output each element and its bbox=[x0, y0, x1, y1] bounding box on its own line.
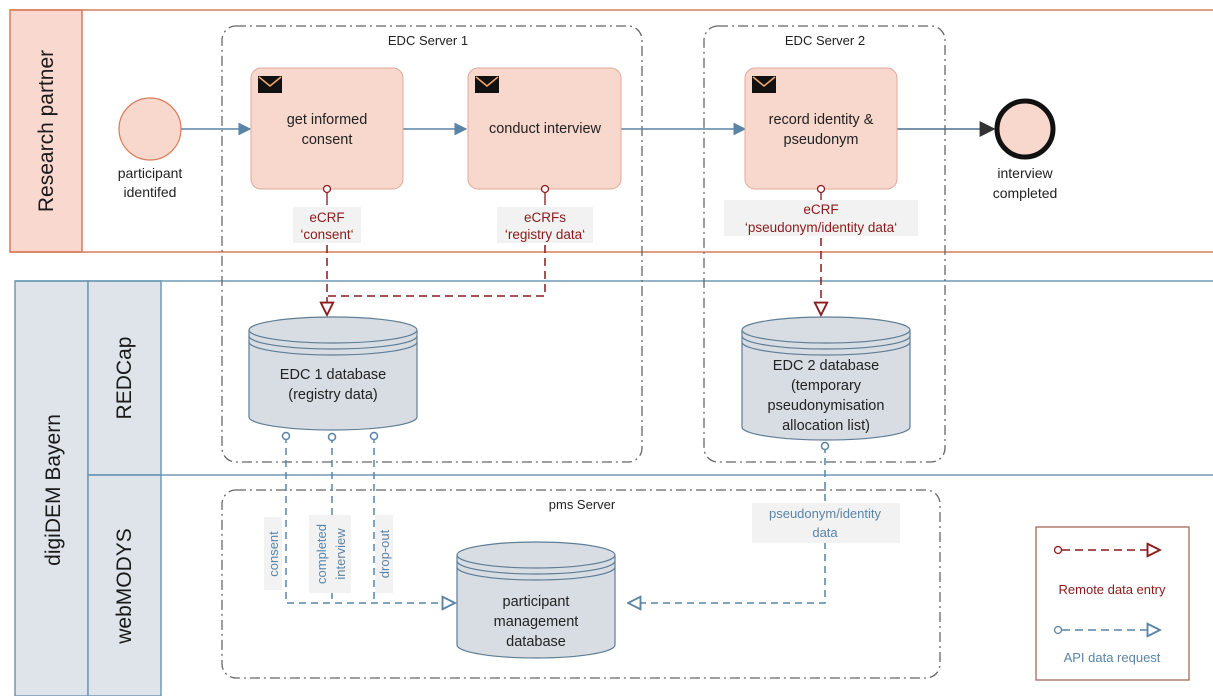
task-consent-label-2: consent bbox=[302, 132, 353, 148]
task-consent: get informed consent bbox=[250, 67, 404, 205]
legend-box bbox=[1035, 526, 1190, 681]
envelope-icon bbox=[752, 76, 776, 93]
ecrf-consent-label-2: ‘consent‘ bbox=[300, 227, 353, 242]
ecrf-pseudonym-label-2: ‘pseudonym/identity data‘ bbox=[745, 220, 897, 235]
pms-database-label-1: participant bbox=[503, 594, 570, 610]
lane-header-research-partner bbox=[9, 9, 83, 253]
start-event-label-2: identifed bbox=[124, 184, 177, 200]
api-flow-consent bbox=[285, 436, 455, 603]
edc2-database: EDC 2 database (temporary pseudonymisati… bbox=[741, 316, 911, 441]
legend: Remote data entry API data request bbox=[1035, 526, 1190, 681]
end-event-label-2: completed bbox=[993, 185, 1058, 201]
end-event: interview completed bbox=[993, 98, 1058, 201]
legend-remote-data-entry: Remote data entry bbox=[1053, 547, 1166, 597]
envelope-icon bbox=[475, 76, 499, 93]
start-event-circle bbox=[118, 97, 182, 161]
lane-header-redcap bbox=[87, 280, 162, 476]
pms-server-title: pms Server bbox=[549, 497, 616, 512]
legend-api-label: API data request bbox=[1064, 650, 1161, 665]
end-event-label-1: interview bbox=[997, 165, 1053, 181]
task-identity: record identity & pseudonym bbox=[744, 67, 898, 202]
lane-research-partner: Research partner bbox=[9, 9, 1213, 253]
api-request-flows bbox=[281, 431, 830, 604]
edc2-database-label-3: pseudonymisation bbox=[768, 398, 885, 414]
ecrf-labels: eCRF ‘consent‘ eCRFs ‘registry data‘ eCR… bbox=[293, 200, 918, 243]
api-label-consent: consent bbox=[266, 531, 281, 577]
edc-server-2-group bbox=[703, 25, 946, 463]
remote-flow-registry bbox=[327, 245, 546, 297]
task-consent-label-1: get informed bbox=[287, 112, 368, 128]
pms-server-group bbox=[221, 489, 941, 679]
edc-server-1-group bbox=[221, 25, 643, 463]
api-labels: consent completed interview drop-out pse… bbox=[264, 503, 900, 593]
lane-label-research-partner: Research partner bbox=[35, 50, 58, 212]
lane-digidem: digiDEM Bayern REDCap webMODYS bbox=[14, 280, 1213, 696]
server-groups: EDC Server 1 EDC Server 2 pms Server bbox=[221, 25, 946, 679]
remote-data-entry-flows bbox=[327, 238, 821, 315]
task-identity-label-1: record identity & bbox=[769, 112, 874, 128]
start-event-label-1: participant bbox=[118, 165, 183, 181]
start-event: participant identifed bbox=[118, 97, 183, 200]
api-flow-pseudonym bbox=[628, 446, 826, 603]
pms-database-label-3: database bbox=[506, 634, 566, 650]
task-identity-label-2: pseudonym bbox=[784, 132, 859, 148]
edc1-database: EDC 1 database (registry data) bbox=[248, 316, 418, 431]
lane-header-digidem bbox=[14, 280, 89, 696]
ecrf-registry-label-1: eCRFs bbox=[524, 210, 566, 225]
lane-label-redcap: REDCap bbox=[113, 337, 136, 420]
edc1-database-label-2: (registry data) bbox=[288, 387, 377, 403]
lane-label-webmodys: webMODYS bbox=[113, 528, 136, 645]
end-event-circle bbox=[994, 98, 1056, 160]
edc-server-1-title: EDC Server 1 bbox=[388, 33, 468, 48]
legend-api-data-request: API data request bbox=[1053, 627, 1161, 665]
ecrf-registry-label-2: ‘registry data‘ bbox=[505, 227, 585, 242]
envelope-icon bbox=[258, 76, 282, 93]
task-interview-label: conduct interview bbox=[489, 121, 602, 137]
edc1-database-label-1: EDC 1 database bbox=[280, 367, 386, 383]
pms-database: participant management database bbox=[456, 541, 616, 659]
task-interview: conduct interview bbox=[467, 67, 622, 205]
edc2-database-label-1: EDC 2 database bbox=[773, 358, 879, 374]
ecrf-consent-label-1: eCRF bbox=[309, 210, 344, 225]
api-label-completed-1: completed bbox=[314, 524, 329, 584]
edc-server-2-title: EDC Server 2 bbox=[785, 33, 865, 48]
api-label-completed-2: interview bbox=[333, 528, 348, 580]
pms-database-label-2: management bbox=[494, 614, 579, 630]
api-label-pseudonym-2: data bbox=[812, 525, 838, 540]
legend-remote-label: Remote data entry bbox=[1059, 582, 1166, 597]
edc2-database-label-4: allocation list) bbox=[782, 418, 870, 434]
ecrf-pseudonym-label-1: eCRF bbox=[803, 202, 838, 217]
api-label-pseudonym-1: pseudonym/identity bbox=[769, 506, 882, 521]
lane-label-digidem: digiDEM Bayern bbox=[42, 414, 65, 566]
api-label-dropout: drop-out bbox=[377, 529, 392, 578]
edc2-database-label-2: (temporary bbox=[791, 378, 862, 394]
